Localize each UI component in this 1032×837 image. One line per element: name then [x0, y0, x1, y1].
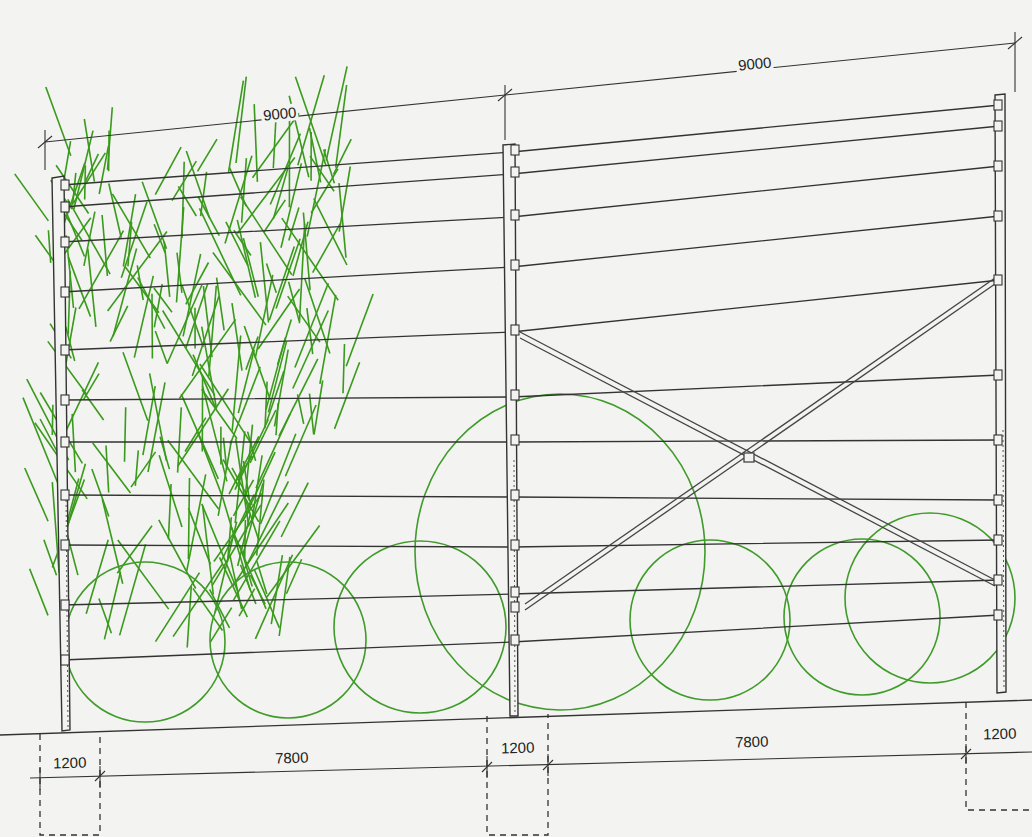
dimension-label: 9000 [261, 103, 300, 124]
cross-brace [520, 278, 995, 610]
insulators [61, 100, 1002, 665]
dimension-label: 1200 [51, 753, 89, 771]
dimension-label: 7800 [733, 732, 771, 750]
dimension-label: 1200 [981, 724, 1019, 742]
dimension-label: 9000 [736, 53, 775, 74]
post-hatching [66, 430, 1004, 728]
fence-posts [52, 94, 1006, 731]
fence-wires [62, 105, 1000, 660]
dimension-label: 7800 [273, 748, 311, 766]
dimension-lines [30, 32, 1032, 790]
ground-and-footings [0, 700, 1032, 835]
dimension-label: 1200 [499, 738, 537, 756]
razor-wire-coils [65, 394, 1015, 722]
